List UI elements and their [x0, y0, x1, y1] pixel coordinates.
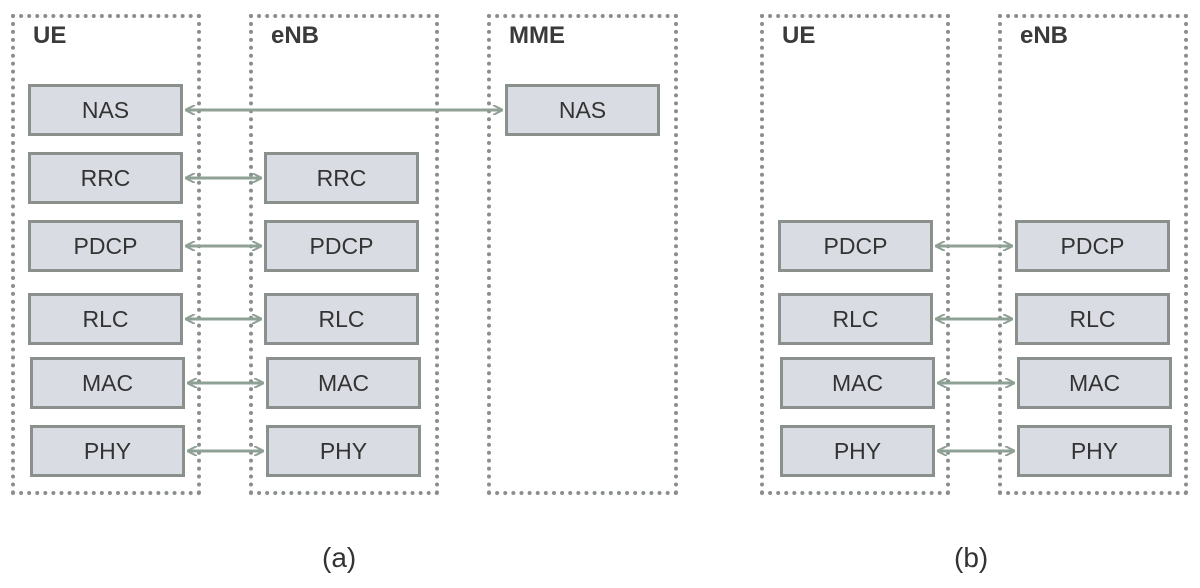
enb-phy-layer-a: PHY	[266, 425, 421, 477]
ue-rlc-layer-a: RLC	[28, 293, 183, 345]
ue-rlc-layer-b: RLC	[778, 293, 933, 345]
ue-phy-layer-b: PHY	[780, 425, 935, 477]
ue-mac-layer-a: MAC	[30, 357, 185, 409]
enb-pdcp-layer-a: PDCP	[264, 220, 419, 272]
ue-nas-layer-a: NAS	[28, 84, 183, 136]
enb-node-b-title: eNB	[1020, 22, 1069, 49]
caption-b: (b)	[954, 542, 989, 573]
ue-node-a: UE	[11, 14, 201, 495]
enb-rlc-layer-b: RLC	[1015, 293, 1170, 345]
ue-rrc-layer-a: RRC	[28, 152, 183, 204]
enb-node-b: eNB	[998, 14, 1188, 495]
mme-nas-layer-a: NAS	[505, 84, 660, 136]
ue-pdcp-layer-a: PDCP	[28, 220, 183, 272]
mme-node-a-title: MME	[509, 22, 565, 49]
enb-rlc-layer-a: RLC	[264, 293, 419, 345]
ue-node-b: UE	[760, 14, 950, 495]
enb-pdcp-layer-b: PDCP	[1015, 220, 1170, 272]
enb-rrc-layer-a: RRC	[264, 152, 419, 204]
ue-node-b-title: UE	[782, 22, 816, 49]
enb-phy-layer-b: PHY	[1017, 425, 1172, 477]
caption-a: (a)	[322, 542, 357, 573]
enb-node-a-title: eNB	[271, 22, 320, 49]
enb-mac-layer-a: MAC	[266, 357, 421, 409]
ue-phy-layer-a: PHY	[30, 425, 185, 477]
ue-node-a-title: UE	[33, 22, 67, 49]
enb-mac-layer-b: MAC	[1017, 357, 1172, 409]
enb-node-a: eNB	[249, 14, 439, 495]
ue-pdcp-layer-b: PDCP	[778, 220, 933, 272]
ue-mac-layer-b: MAC	[780, 357, 935, 409]
mme-node-a: MME	[487, 14, 678, 495]
